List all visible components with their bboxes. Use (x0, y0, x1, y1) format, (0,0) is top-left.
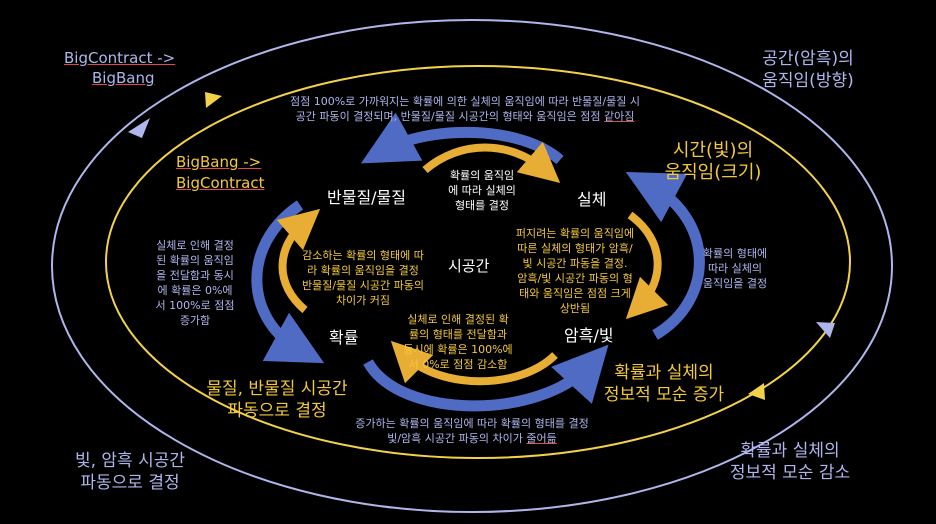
bigbang-link[interactable]: BigBang (92, 69, 155, 87)
bottom-band-line2: 빛/암흑 시공간 파동의 차이가 (387, 432, 527, 445)
space-dark-motion-label: 공간(암흑)의 움직임(방향) (762, 49, 854, 91)
center-left-text: 감소하는 확률의 형태에 따 라 확률의 움직임을 결정 반물질/물질 시공간 … (301, 249, 425, 307)
gold-arrow-top (422, 141, 561, 184)
inner-bigbang-link[interactable]: BigBang -> (176, 153, 262, 171)
inner-bigcontract-link[interactable]: BigContract (176, 174, 265, 192)
gold-arrow-right (625, 211, 669, 320)
node-spacetime: 시공간 (448, 257, 490, 275)
node-antimatter-matter: 반물질/물질 (327, 188, 406, 207)
bottom-arc-text: 실체로 인해 결정된 확 률의 형태를 전달함과 동시에 확률은 100%에 서… (403, 313, 513, 371)
bottom-band-text: 증가하는 확률의 움직임에 따라 확률의 형태를 결정 빛/암흑 시공간 파동의… (322, 416, 622, 446)
time-light-motion-label: 시간(빛)의 움직임(크기) (664, 140, 762, 183)
gold-arrow-bottom (390, 340, 558, 386)
matter-antimatter-wave-label: 물질, 반물질 시공간 파동으로 결정 (206, 379, 348, 421)
node-entity: 실체 (577, 190, 607, 209)
outer-arrow-right (816, 322, 835, 338)
light-dark-wave-label: 빛, 암흑 시공간 파동으로 결정 (74, 451, 186, 493)
center-right-text: 퍼지려는 확률의 움직임에 따른 실체의 형태가 암흑/ 빛 시공간 파동을 결… (515, 227, 635, 315)
top-band-link[interactable]: 같아짐 (604, 110, 635, 123)
inner-arrow-bottomright (748, 383, 765, 400)
gold-arrow-left (276, 208, 321, 314)
node-probability: 확률 (329, 328, 359, 347)
node-dark-light: 암흑/빛 (564, 326, 614, 345)
contradiction-increase-label: 확률과 실체의 정보적 모순 증가 (603, 363, 725, 405)
inner-arrow-topleft (205, 92, 222, 108)
left-side-text: 실체로 인해 결정 된 확률의 움직임 을 전달함과 동시 에 확률은 0%에 … (155, 239, 235, 327)
contradiction-decrease-label: 확률과 실체의 정보적 모순 감소 (729, 441, 851, 483)
top-arc-text: 확률의 움직임 에 따라 실체의 형태를 결정 (448, 169, 516, 212)
blue-arrow-right (625, 171, 705, 340)
bigcontract-link[interactable]: BigContract -> (64, 49, 176, 67)
bottom-band-link[interactable]: 줄어듦 (526, 432, 557, 445)
inner-ellipse (105, 65, 851, 459)
outer-ellipse (51, 19, 893, 513)
blue-arrow-bottom (363, 344, 609, 412)
bottom-band-line1: 증가하는 확률의 움직임에 따라 확률의 형태를 결정 (355, 417, 589, 430)
top-band-text: 점점 100%로 가까워지는 확률에 의한 실체의 움직임에 따라 반물질/물질… (250, 94, 680, 124)
bigbang-bigcontract-label: BigBang -> BigContract (176, 152, 265, 194)
right-side-text: 확률의 형태에 따라 실체의 움직임을 결정 (702, 247, 768, 290)
outer-arrow-topleft (128, 118, 150, 138)
bigcontract-bigbang-label: BigContract -> BigBang (64, 48, 175, 88)
top-band-line2: 공간 파동이 결정되며, 반물질/물질 시공간의 형태와 움직임은 점점 (295, 110, 605, 123)
top-band-line1: 점점 100%로 가까워지는 확률에 의한 실체의 움직임에 따라 반물질/물질… (290, 95, 640, 108)
